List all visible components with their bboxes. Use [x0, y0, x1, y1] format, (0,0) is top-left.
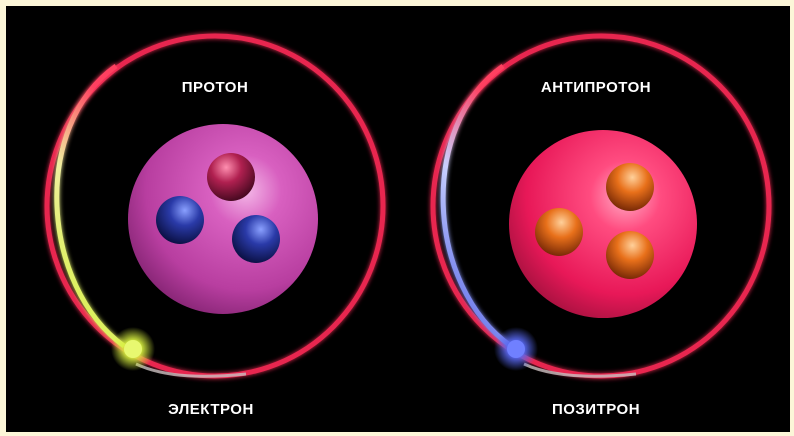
quark-blue-right	[232, 215, 280, 263]
atom-diagram	[6, 6, 790, 432]
positron-trail	[443, 66, 511, 346]
positron-particle	[507, 340, 525, 358]
electron-particle	[124, 340, 142, 358]
quark-red	[207, 153, 255, 201]
diagram-frame: ПРОТОН ЭЛЕКТРОН АНТИПРОТОН ПОЗИТРОН	[6, 6, 790, 432]
antiquark-top	[606, 163, 654, 211]
antiquark-right	[606, 231, 654, 279]
quark-blue-left	[156, 196, 204, 244]
electron-trail	[57, 66, 124, 346]
antiproton-label: АНТИПРОТОН	[541, 79, 651, 96]
antiquark-left	[535, 208, 583, 256]
electron-label: ЭЛЕКТРОН	[168, 401, 254, 418]
proton-label: ПРОТОН	[182, 79, 249, 96]
positron-label: ПОЗИТРОН	[552, 401, 640, 418]
